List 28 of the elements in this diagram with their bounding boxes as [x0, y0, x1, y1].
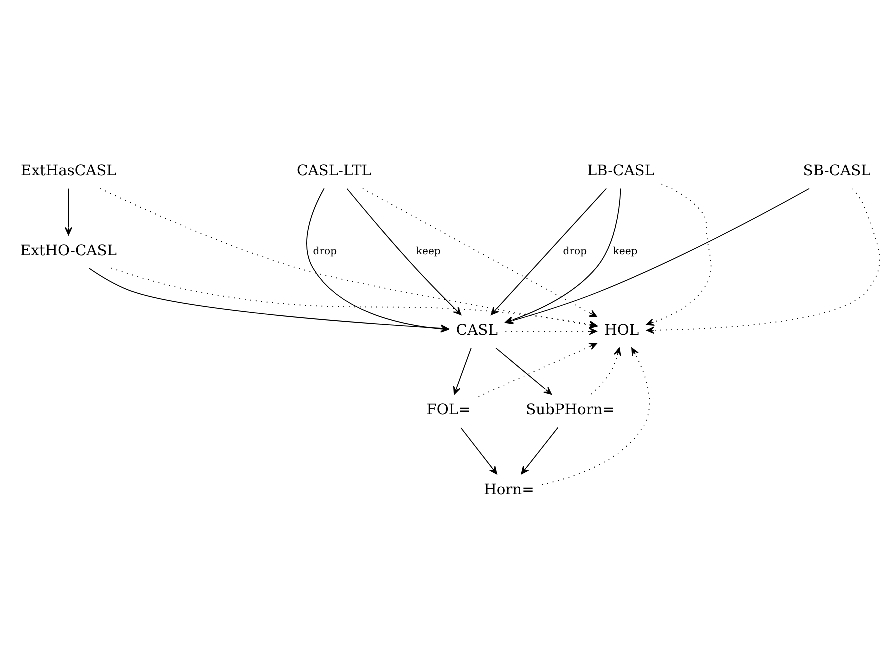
arrow — [646, 183, 712, 326]
arrow — [496, 347, 552, 394]
node-text: CASL — [456, 321, 498, 338]
edge-label: drop — [313, 246, 338, 257]
node-text: ExtHO-CASL — [20, 242, 118, 259]
arrow — [460, 426, 498, 474]
arrow — [542, 347, 650, 485]
node-text: ExtHasCASL — [21, 162, 116, 180]
edge-label: drop — [563, 246, 588, 257]
arrow — [490, 188, 608, 315]
edge-label: keep — [613, 246, 638, 257]
arrow — [362, 188, 598, 317]
arrow — [478, 342, 598, 397]
arrow — [521, 426, 559, 474]
arrow — [505, 327, 598, 335]
node-text: FOL= — [426, 401, 471, 418]
node-text: LB-CASL — [587, 162, 655, 180]
arrow — [590, 347, 622, 394]
arrow — [64, 188, 72, 236]
arrow — [646, 188, 880, 334]
node-text: Horn= — [484, 480, 534, 498]
arrow — [453, 347, 472, 394]
node-text: CASL-LTL — [297, 162, 372, 180]
node-text: SB-CASL — [803, 162, 871, 180]
node-text: HOL — [604, 321, 640, 338]
edge-label: keep — [416, 246, 441, 257]
arrow — [346, 188, 462, 315]
node-text: SubPHorn= — [526, 401, 616, 418]
